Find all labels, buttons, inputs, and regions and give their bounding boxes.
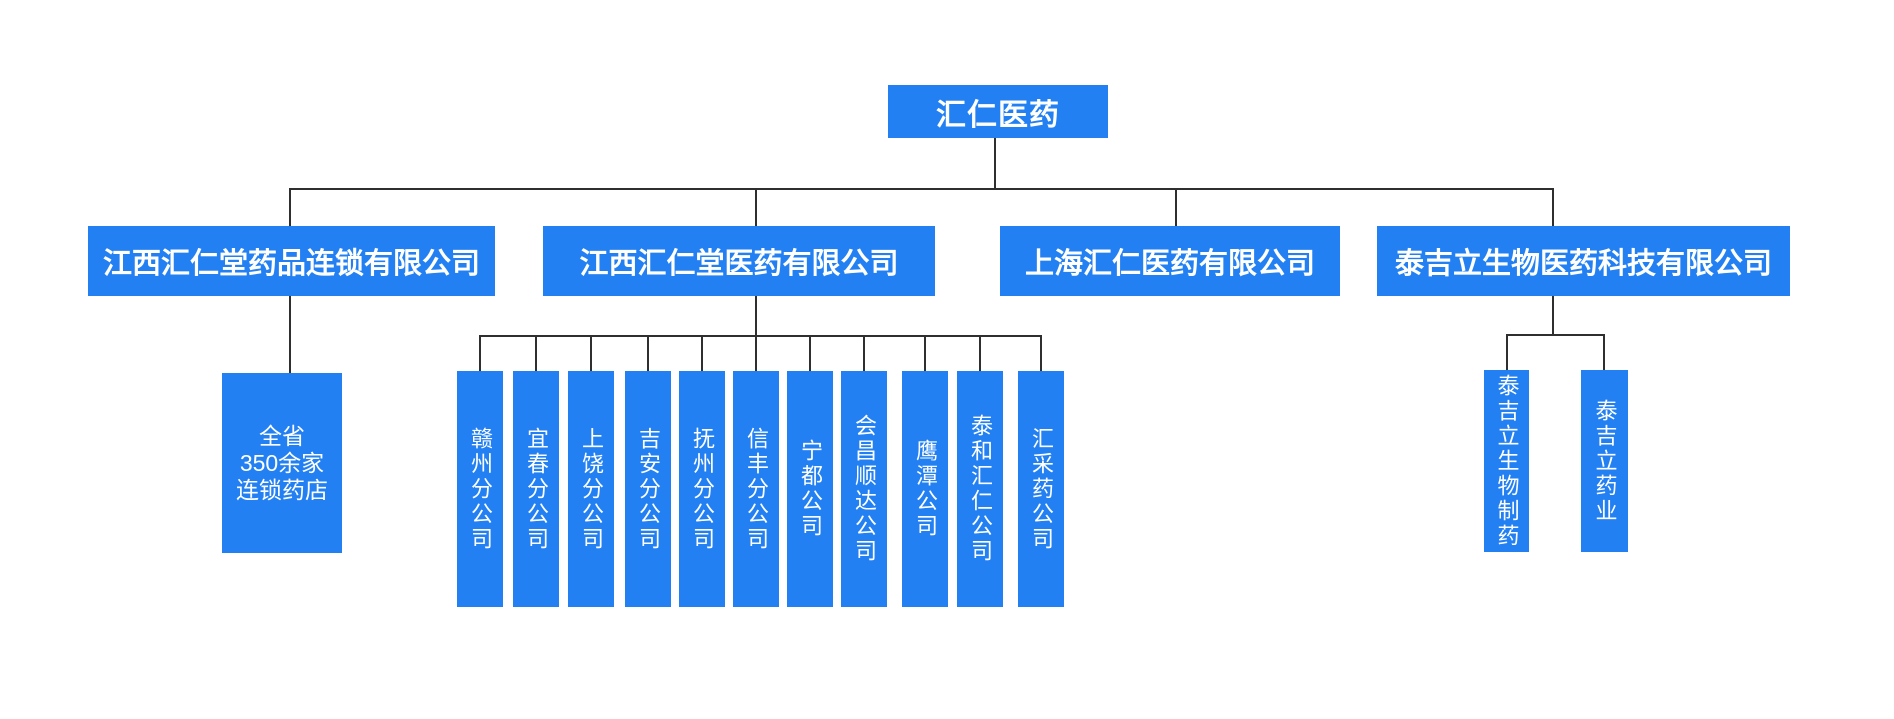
connector-drop-sub-5 <box>701 335 703 371</box>
node-ningdu-company-label: 宁都公司 <box>798 439 823 539</box>
node-yichun-branch: 宜春分公司 <box>513 371 559 607</box>
node-ningdu-company: 宁都公司 <box>787 371 833 607</box>
node-jiangxi-huirentang-drug-chain: 江西汇仁堂药品连锁有限公司 <box>88 226 495 296</box>
node-shangrao-branch: 上饶分公司 <box>568 371 614 607</box>
node-taijili-bio-pharmaceutical-label: 泰吉立生物制药 <box>1494 373 1520 549</box>
node-jian-branch: 吉安分公司 <box>625 371 671 607</box>
connector-drop-sub-10 <box>979 335 981 371</box>
connector-branch2-bus <box>479 335 1042 337</box>
node-taihe-huiren-company-label: 泰和汇仁公司 <box>968 414 993 564</box>
connector-level1-bus <box>289 188 1554 190</box>
node-huichang-shunda-company: 会昌顺达公司 <box>841 371 887 607</box>
node-chain-stores: 全省 350余家 连锁药店 <box>222 373 342 553</box>
node-ganzhou-branch-label: 赣州分公司 <box>468 426 493 552</box>
connector-branch4-bus <box>1506 334 1605 336</box>
node-ganzhou-branch: 赣州分公司 <box>457 371 503 607</box>
node-huicai-pharma-company: 汇采药公司 <box>1018 371 1064 607</box>
node-jian-branch-label: 吉安分公司 <box>636 426 661 552</box>
node-jiangxi-huirentang-medicine: 江西汇仁堂医药有限公司 <box>543 226 935 296</box>
connector-drop-sub-8 <box>863 335 865 371</box>
node-yingtan-company: 鹰潭公司 <box>902 371 948 607</box>
connector-drop-sub-6 <box>755 335 757 371</box>
connector-drop-sub-2 <box>535 335 537 371</box>
node-taihe-huiren-company: 泰和汇仁公司 <box>957 371 1003 607</box>
connector-branch2-trunk <box>755 296 757 337</box>
node-taijili-pharma-industry: 泰吉立药业 <box>1581 370 1628 552</box>
node-huichang-shunda-company-label: 会昌顺达公司 <box>852 414 877 564</box>
connector-drop-branch2 <box>755 188 757 227</box>
node-fuzhou-branch-label: 抚州分公司 <box>690 426 715 552</box>
connector-drop-branch1 <box>289 188 291 227</box>
connector-drop-sub-1 <box>479 335 481 371</box>
node-shanghai-huiren-medicine: 上海汇仁医药有限公司 <box>1000 226 1340 296</box>
connector-drop-sub-7 <box>809 335 811 371</box>
connector-drop-branch4 <box>1552 188 1554 227</box>
node-fuzhou-branch: 抚州分公司 <box>679 371 725 607</box>
connector-drop-sub-3 <box>590 335 592 371</box>
connector-drop-branch3 <box>1175 188 1177 227</box>
node-taijili-pharma-industry-label: 泰吉立药业 <box>1592 398 1618 524</box>
connector-drop-taijili-2 <box>1603 334 1605 370</box>
connector-branch4-trunk <box>1552 296 1554 336</box>
node-taijili-biopharma-tech: 泰吉立生物医药科技有限公司 <box>1377 226 1790 296</box>
node-shangrao-branch-label: 上饶分公司 <box>579 426 604 552</box>
node-yingtan-company-label: 鹰潭公司 <box>913 439 938 539</box>
connector-root-trunk <box>994 138 996 190</box>
connector-drop-sub-11 <box>1040 335 1042 371</box>
connector-branch1-child-trunk <box>289 296 291 373</box>
node-yichun-branch-label: 宜春分公司 <box>524 426 549 552</box>
connector-drop-sub-4 <box>647 335 649 371</box>
node-xinfeng-branch-label: 信丰分公司 <box>744 426 769 552</box>
connector-drop-taijili-1 <box>1506 334 1508 370</box>
connector-drop-sub-9 <box>924 335 926 371</box>
node-huicai-pharma-company-label: 汇采药公司 <box>1029 426 1054 552</box>
node-xinfeng-branch: 信丰分公司 <box>733 371 779 607</box>
node-huiren-pharma-root: 汇仁医药 <box>888 85 1108 138</box>
node-taijili-bio-pharmaceutical: 泰吉立生物制药 <box>1484 370 1529 552</box>
